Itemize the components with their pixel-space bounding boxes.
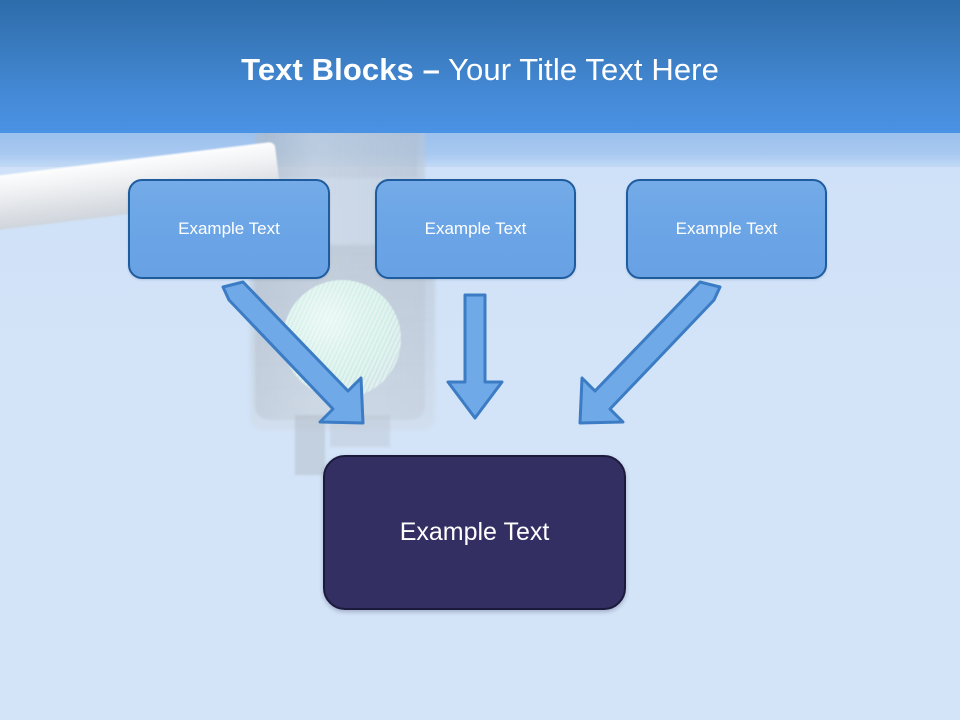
result-text-block-label: Example Text [399, 518, 550, 546]
traffic-light-stem [295, 415, 325, 475]
text-block-3[interactable]: Example Text [626, 179, 827, 279]
page-title-rest: Your Title Text Here [439, 52, 719, 87]
arrow-down-icon [446, 293, 504, 420]
result-text-block[interactable]: Example Text [323, 455, 626, 610]
slide-header: Text Blocks – Your Title Text Here [0, 0, 960, 133]
text-block-3-label: Example Text [675, 219, 778, 238]
page-title-bold: Text Blocks – [241, 52, 440, 87]
page-title: Text Blocks – Your Title Text Here [0, 52, 960, 88]
text-block-2-label: Example Text [424, 219, 527, 238]
text-block-1-label: Example Text [178, 219, 280, 238]
text-block-2[interactable]: Example Text [375, 179, 576, 279]
text-block-1[interactable]: Example Text [128, 179, 330, 279]
arrow-down-right-icon [221, 280, 365, 425]
arrow-down-left-icon [578, 280, 722, 425]
